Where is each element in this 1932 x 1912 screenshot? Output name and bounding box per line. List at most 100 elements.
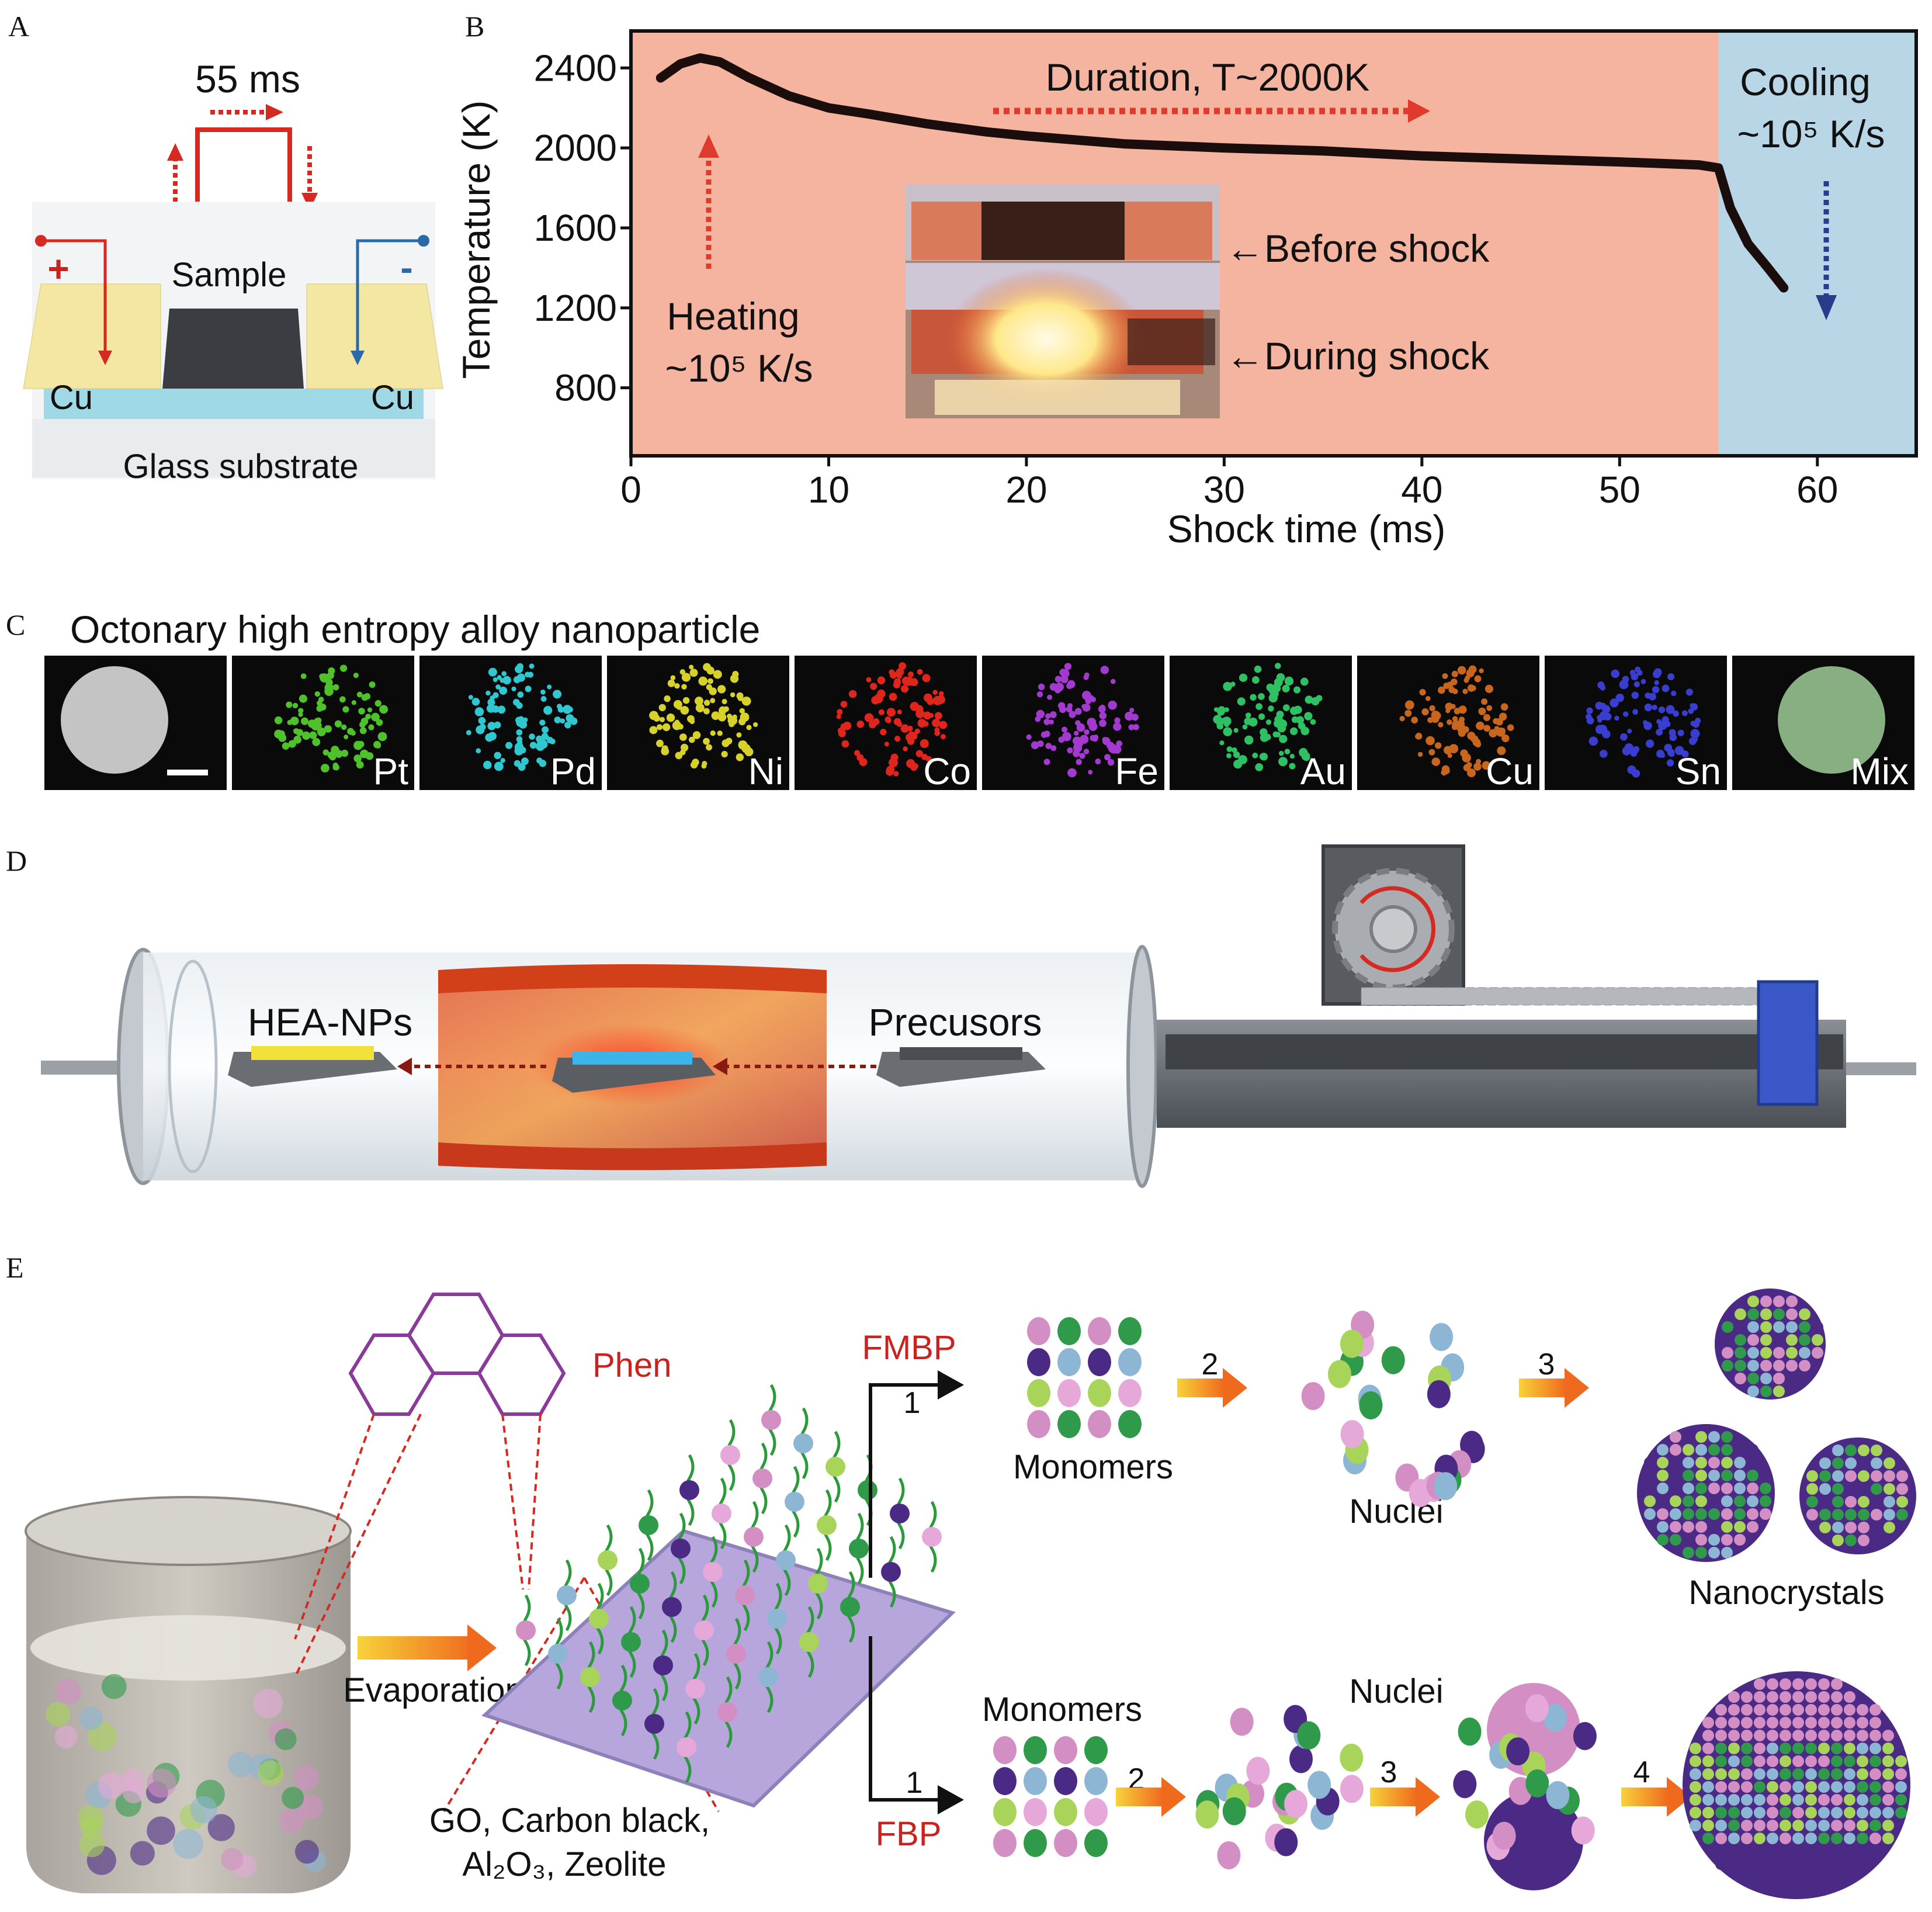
element-signal-dot <box>293 736 301 744</box>
element-signal-dot <box>1476 721 1484 730</box>
element-signal-dot <box>674 719 680 725</box>
element-signal-dot <box>1066 683 1073 690</box>
element-signal-dot <box>1079 753 1085 759</box>
support-label-line1: GO, Carbon black, <box>429 1802 710 1840</box>
surface-atom <box>1728 1717 1740 1729</box>
element-signal-dot <box>940 734 946 740</box>
surface-atom <box>1702 1794 1714 1806</box>
x-tick-label: 30 <box>1203 469 1245 511</box>
dissolved-particle <box>282 1786 304 1809</box>
element-signal-dot <box>886 767 894 776</box>
surface-atom <box>1832 1483 1844 1495</box>
element-signal-dot <box>1040 731 1047 738</box>
eds-tile: Cu <box>1357 656 1539 792</box>
element-signal-dot <box>1462 688 1468 694</box>
element-signal-dot <box>1597 718 1603 723</box>
dissolved-particle <box>123 1781 145 1804</box>
surface-atom <box>1818 1871 1830 1883</box>
nucleus-atom <box>1297 1721 1321 1750</box>
element-signal-dot <box>1061 726 1068 733</box>
element-signal-dot <box>1645 739 1654 748</box>
surface-atom <box>1734 1470 1746 1481</box>
surface-atom <box>1805 1743 1817 1754</box>
surface-atom <box>1857 1807 1868 1819</box>
surface-atom <box>1767 1730 1778 1741</box>
surface-atom <box>1844 1858 1855 1870</box>
element-signal-dot <box>681 684 687 690</box>
eds-tile: Pt <box>232 656 414 792</box>
substrate-layer <box>44 389 424 419</box>
surface-atom <box>1818 1755 1830 1767</box>
element-signal-dot <box>320 764 329 773</box>
surface-atom <box>1702 1717 1714 1729</box>
element-signal-dot <box>1125 711 1134 721</box>
heating-rate-label: ~10⁵ K/s <box>665 347 813 390</box>
metal-precursor-ball <box>761 1410 781 1430</box>
element-signal-dot <box>1445 708 1451 713</box>
surface-atom <box>1792 1845 1804 1857</box>
element-signal-dot <box>517 691 524 698</box>
surface-atom <box>1882 1833 1894 1844</box>
element-signal-dot <box>736 692 744 699</box>
element-signal-dot <box>695 703 705 712</box>
surface-atom <box>1844 1730 1855 1741</box>
surface-atom <box>1715 1743 1727 1754</box>
surface-atom <box>1845 1470 1857 1482</box>
element-signal-dot <box>1038 683 1045 691</box>
element-signal-dot <box>1258 693 1265 700</box>
surface-atom <box>1818 1691 1830 1703</box>
element-signal-dot <box>1090 735 1097 742</box>
nucleus-atom <box>1217 1841 1241 1869</box>
element-signal-dot <box>290 716 299 726</box>
particle-image <box>1778 666 1885 774</box>
element-signal-dot <box>1481 698 1488 705</box>
element-signal-dot <box>369 681 376 688</box>
element-signal-dot <box>1108 700 1117 710</box>
metal-precursor-ball <box>890 1504 910 1523</box>
arrowhead <box>1223 1368 1247 1408</box>
cooling-label: Cooling <box>1740 60 1871 103</box>
element-signal-dot <box>717 685 726 694</box>
surface-atom <box>1695 1431 1707 1443</box>
arrowhead <box>1161 1777 1186 1817</box>
element-signal-dot <box>1248 718 1258 727</box>
element-signal-dot <box>365 713 372 720</box>
element-signal-dot <box>898 668 904 674</box>
element-signal-dot <box>1045 743 1052 749</box>
monomer <box>1024 1736 1047 1764</box>
element-signal-dot <box>706 684 712 691</box>
element-signal-dot <box>1652 704 1657 711</box>
element-signal-dot <box>1064 663 1072 670</box>
element-signal-dot <box>655 739 664 747</box>
surface-atom <box>1754 1704 1765 1716</box>
surface-atom <box>1831 1794 1843 1806</box>
surface-atom <box>1831 1717 1843 1729</box>
surface-atom <box>1844 1691 1855 1703</box>
element-signal-dot <box>939 721 948 729</box>
y-tick-label: 1600 <box>534 207 617 249</box>
surface-atom <box>1722 1347 1733 1359</box>
precursors-label: Precusors <box>868 1000 1042 1044</box>
surface-atom <box>1869 1781 1881 1793</box>
surface-atom <box>1831 1730 1843 1741</box>
nanocrystal <box>1715 1288 1826 1400</box>
nucleus-atom <box>1246 1757 1270 1785</box>
surface-atom <box>1728 1691 1740 1703</box>
element-signal-dot <box>1250 694 1257 701</box>
surface-atom <box>1806 1470 1818 1482</box>
element-signal-dot <box>877 676 886 685</box>
element-signal-dot <box>744 747 754 757</box>
surface-atom <box>1792 1781 1804 1793</box>
surface-atom <box>1831 1820 1843 1831</box>
surface-atom <box>1792 1807 1804 1819</box>
element-signal-dot <box>674 683 680 689</box>
element-label: Cu <box>1486 750 1534 792</box>
surface-atom <box>1728 1807 1740 1819</box>
surface-atom <box>1754 1691 1765 1703</box>
fmbp-label: FMBP <box>862 1329 956 1367</box>
surface-atom <box>1780 1884 1791 1896</box>
element-signal-dot <box>1282 704 1290 711</box>
surface-atom <box>1670 1470 1681 1481</box>
element-signal-dot <box>483 760 492 770</box>
metal-precursor-ball <box>793 1433 813 1453</box>
